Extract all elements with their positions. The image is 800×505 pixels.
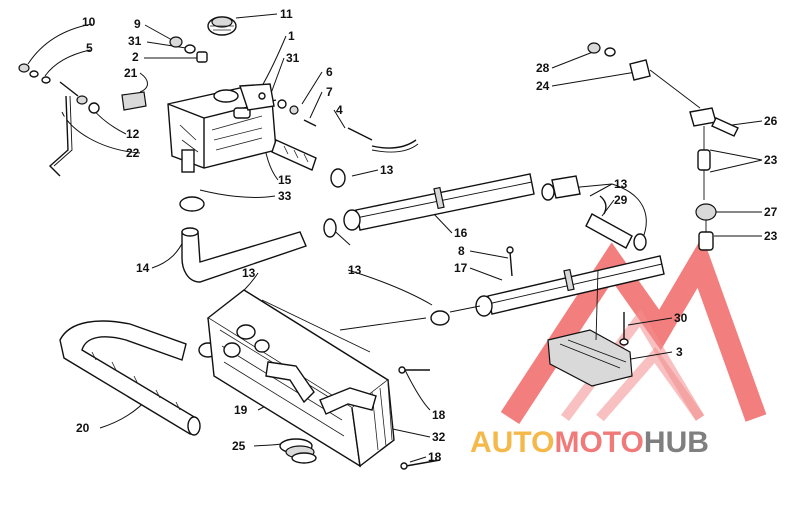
callout-23-lower: 23	[764, 229, 778, 243]
callout-19: 19	[234, 403, 248, 417]
radiator-assembly	[206, 289, 395, 468]
callout-1: 1	[288, 29, 295, 43]
callout-11: 11	[280, 7, 293, 21]
leader-lines	[27, 13, 763, 463]
callout-22: 22	[126, 146, 140, 160]
heat-exchanger-lower	[475, 255, 665, 317]
callout-16: 16	[454, 226, 468, 240]
watermark-hub: HUB	[644, 426, 709, 459]
bolt-group-left	[18, 63, 100, 114]
callout-33: 33	[278, 189, 292, 203]
callout-17: 17	[454, 261, 468, 275]
callout-5: 5	[86, 41, 93, 55]
callout-14: 14	[136, 261, 150, 275]
hoses-upper-right	[551, 175, 633, 249]
washers-nuts-upper	[169, 36, 208, 63]
callout-30: 30	[674, 311, 688, 325]
callout-10: 10	[82, 15, 96, 29]
callout-20: 20	[76, 421, 90, 435]
callout-32: 32	[432, 430, 446, 444]
callout-26: 26	[764, 114, 778, 128]
callout-28: 28	[536, 61, 550, 75]
watermark-auto: AUTO	[470, 426, 554, 459]
callout-12: 12	[126, 127, 140, 141]
watermark-text: AUTOMOTOHUB	[470, 426, 709, 459]
callout-7: 7	[326, 85, 333, 99]
watermark-moto: MOTO	[554, 426, 643, 459]
callout-29: 29	[614, 193, 628, 207]
bracket-rod	[48, 95, 73, 177]
bleeder-fitting	[506, 246, 514, 277]
callout-9: 9	[134, 17, 141, 31]
callout-27: 27	[764, 205, 778, 219]
callout-18-lower: 18	[428, 450, 442, 464]
fitting-28-24	[587, 42, 701, 109]
callout-6: 6	[326, 65, 333, 79]
lower-hose-19	[265, 361, 377, 415]
callout-13-a: 13	[380, 163, 394, 177]
overflow-hose	[347, 127, 419, 153]
callout-4: 4	[336, 103, 343, 117]
callout-8: 8	[458, 244, 465, 258]
clamp-set-25	[279, 438, 317, 464]
callout-13-d: 13	[614, 177, 628, 191]
drain-line	[689, 107, 739, 251]
callout-21: 21	[124, 66, 138, 80]
callout-labels: 10 5 9 31 2 21 12 22 11 1 31 6 7 4 13 15…	[76, 7, 778, 464]
radiator-cap	[207, 16, 237, 36]
callout-31-right: 31	[286, 51, 300, 65]
callout-2: 2	[132, 50, 139, 64]
long-hose-20	[59, 320, 201, 436]
callout-3: 3	[676, 345, 683, 359]
short-hose-15	[271, 139, 317, 171]
callout-24: 24	[536, 79, 550, 93]
callout-13-c: 13	[348, 263, 362, 277]
callout-13-b: 13	[242, 266, 256, 280]
screws-18	[398, 366, 441, 470]
callout-25: 25	[232, 439, 246, 453]
hardware-right-of-tank	[277, 99, 317, 127]
callout-15: 15	[278, 173, 292, 187]
heat-exchanger-upper	[343, 173, 535, 231]
svg-text:AUTOMOTOHUB: AUTOMOTOHUB	[470, 426, 709, 459]
elbow-hose-14	[181, 227, 307, 283]
bracket-3	[547, 329, 633, 387]
reservoir-label	[121, 91, 147, 111]
hose-clamps	[179, 168, 647, 358]
coolant-reservoir	[167, 83, 277, 173]
callout-31-upper: 31	[128, 34, 142, 48]
connection-lines	[261, 269, 599, 353]
callout-23-upper: 23	[764, 153, 778, 167]
sensor-30	[619, 312, 629, 346]
callout-18-upper: 18	[432, 408, 446, 422]
